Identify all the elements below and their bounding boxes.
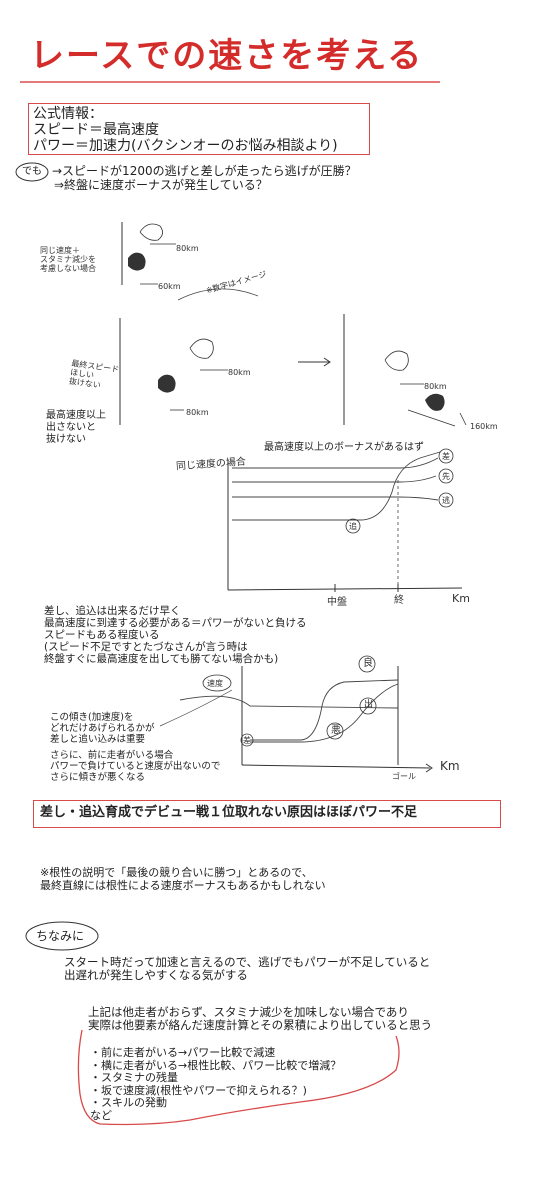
- sashi-line: 終盤すぐに最高速度を出しても勝てない場合かも): [44, 653, 279, 665]
- note-line: 最高速度以上: [46, 410, 106, 421]
- graph2-speed-label: 速度: [207, 679, 223, 688]
- konjo-line: ※根性の説明で「最後の競り合いに勝つ」とあるので、: [40, 866, 313, 879]
- note-line: この傾き(加速度)を: [50, 712, 134, 723]
- chinami-text: スタート時だって加速と言えるので、逃げでもパワーが不足していると 出遅れが発生し…: [64, 956, 430, 982]
- factors-list: ・前に走者がいる→パワー比較で減速 ・横に走者がいる→根性比較、パワー比較で増減…: [90, 1046, 342, 1122]
- diagram1-note: 同じ速度＋ スタミナ減少を 考慮しない場合: [40, 246, 96, 273]
- sashi-line: 最高速度に到達する必要がある＝パワーがないと負ける: [44, 617, 307, 629]
- page-title: レースでの速さを考える: [30, 36, 424, 76]
- official-line: パワー＝加速力(バクシンオーのお悩み相談より): [33, 138, 338, 154]
- graph1-label-sashi: 差: [442, 452, 450, 461]
- graph2-bad: 悪: [331, 725, 341, 736]
- graph1-label-senko: 先: [442, 472, 450, 481]
- diagram1-speed-bottom: 60km: [158, 282, 181, 291]
- graph2-x-unit: Km: [440, 759, 460, 773]
- chinami-label: ちなみに: [36, 929, 85, 943]
- diagram2-note: 最高速度以上 出さないと 抜けない: [46, 410, 106, 446]
- sashi-line: 差し、追込は出来るだけ早く: [44, 605, 181, 617]
- official-line: 公式情報：: [33, 106, 103, 122]
- note-line: 出さないと: [46, 422, 96, 433]
- graph1-label-nige: 逃: [442, 496, 450, 505]
- factor-item: ・横に走者がいる→根性比較、パワー比較で増減？: [90, 1058, 342, 1072]
- diagram2-speed-b1: 80km: [424, 382, 447, 391]
- conclusion-text: 差し・追込育成でデビュー戦１位取れない原因はほぼパワー不足: [40, 805, 418, 820]
- demo-label: でも: [22, 166, 42, 177]
- note-line: スタミナ減少を: [40, 255, 96, 264]
- official-info-box: [28, 103, 370, 155]
- graph1-x-end: 終: [394, 595, 404, 606]
- diagram2-speed-a1: 80km: [228, 368, 251, 377]
- factor-item: ・坂で速度減(根性やパワーで抑えられる？): [90, 1083, 307, 1097]
- graph1-x-mid: 中盤: [327, 597, 347, 608]
- graph1-x-unit: Km: [452, 592, 470, 605]
- sashi-line: (スピード不足ですとたづなさんが言う時は: [44, 641, 248, 653]
- graph2-note1: この傾き(加速度)を どれだけあげられるかが 差しと追い込みは重要: [50, 712, 155, 745]
- question-line: ⇒終盤に速度ボーナスが発生している？: [54, 178, 268, 192]
- summary-text: 上記は他走者がおらず、スタミナ減少を加味しない場合であり 実際は他要素が絡んだ速…: [88, 1006, 432, 1032]
- diagram2-speed-a2: 80km: [186, 408, 209, 417]
- diagram1-speed-top: 80km: [176, 244, 199, 253]
- note-line: さらに傾きが悪くなる: [50, 772, 146, 783]
- note-line: どれだけあげられるかが: [50, 723, 155, 734]
- official-info-text: 公式情報： スピード＝最高速度 パワー＝加速力(バクシンオーのお悩み相談より): [33, 106, 338, 154]
- note-line: 抜けない: [46, 434, 86, 445]
- factor-item: など: [90, 1108, 112, 1122]
- sashi-line: スピードもある程度いる: [44, 629, 160, 641]
- note-line: 差しと追い込みは重要: [50, 734, 146, 745]
- graph1-annotation: 最高速度以上のボーナスがあるはず: [264, 442, 424, 453]
- note-line: パワーで負けていると速度が出ないので: [50, 761, 221, 772]
- konjo-note: ※根性の説明で「最後の競り合いに勝つ」とあるので、 最終直線には根性による速度ボ…: [40, 866, 326, 892]
- factor-item: ・前に走者がいる→パワー比較で減速: [90, 1046, 276, 1059]
- question-line: →スピードが1200の逃げと差しが走ったら逃げが圧勝？: [52, 164, 357, 178]
- konjo-line: 最終直線には根性による速度ボーナスもあるかもしれない: [40, 879, 326, 892]
- question-text: →スピードが1200の逃げと差しが走ったら逃げが圧勝？ ⇒終盤に速度ボーナスが発…: [52, 164, 357, 192]
- graph2-good: 良: [363, 658, 373, 669]
- conclusion-box: [33, 800, 501, 828]
- chinami-line: 出遅れが発生しやすくなる気がする: [64, 968, 248, 982]
- summary-line: 実際は他要素が絡んだ速度計算とその累積により出していると思う: [88, 1018, 433, 1032]
- graph2-dekai: 出: [364, 700, 374, 710]
- note-line: さらに、前に走者がいる場合: [50, 750, 174, 761]
- note-line: 同じ速度＋: [40, 246, 80, 255]
- graph2-note2: さらに、前に走者がいる場合 パワーで負けていると速度が出ないので さらに傾きが悪…: [50, 750, 220, 783]
- diagram2-speed-b2: 160km: [470, 422, 498, 431]
- official-line: スピード＝最高速度: [33, 122, 159, 138]
- chinami-line: スタート時だって加速と言えるので、逃げでもパワーが不足していると: [64, 955, 431, 969]
- factor-item: ・スタミナの残量: [90, 1071, 178, 1084]
- graph2-start: 差: [243, 736, 251, 745]
- sashi-text: 差し、追込は出来るだけ早く 最高速度に到達する必要がある＝パワーがないと負ける …: [44, 605, 307, 665]
- summary-line: 上記は他走者がおらず、スタミナ減少を加味しない場合であり: [88, 1005, 409, 1019]
- graph1-label-oikomi: 追: [349, 522, 357, 531]
- graph2-goal: ゴール: [392, 772, 416, 781]
- note-line: 考慮しない場合: [40, 264, 96, 273]
- factor-item: ・スキルの発動: [90, 1096, 167, 1109]
